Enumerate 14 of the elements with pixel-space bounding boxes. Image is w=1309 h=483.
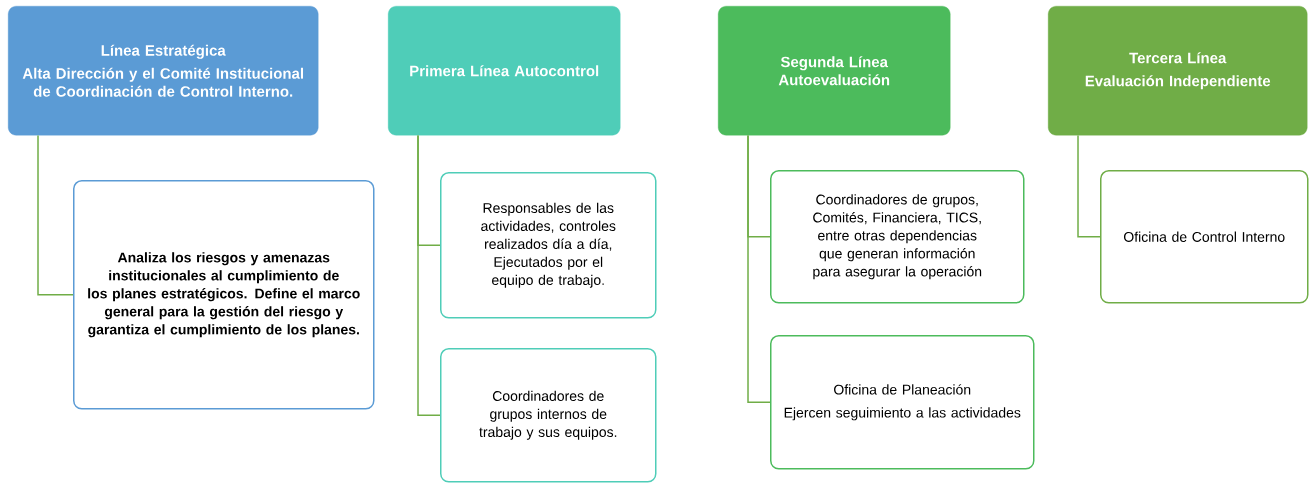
role-box: Coordinadores de grupos, Comités, Financiera, TICS, entre otras dependencias que generan información para asegurar la operación xyxy=(770,170,1025,304)
header-box: Segunda Línea Autoevaluación xyxy=(718,6,951,136)
header-box: Tercera Línea Evaluación Independiente xyxy=(1048,6,1308,136)
role-box: Oficina de Planeación Ejercen seguimiento a las actividades xyxy=(770,335,1035,470)
connector-line xyxy=(747,134,771,403)
role-box: Responsables de las actividades, controles realizados día a día, Ejecutados por el equipo de trabajo. xyxy=(440,172,657,319)
header-box: Primera Línea Autocontrol xyxy=(388,6,621,136)
header-box: Línea Estratégica Alta Dirección y el Comité Institucional de Coordinación de Control Interno. xyxy=(8,6,319,136)
role-box: Coordinadores de grupos internos de trabajo y sus equipos. xyxy=(440,348,657,483)
connector-line xyxy=(417,134,441,416)
role-box: Oficina de Control Interno xyxy=(1100,170,1309,304)
connector-line xyxy=(37,134,74,296)
connector-line xyxy=(1077,134,1101,238)
role-box: Analiza los riesgos y amenazas institucionales al cumplimiento de los planes estratégicos. Define el marco general para la gestión del riesgo y garantiza el cumplimiento de los planes. xyxy=(73,180,375,410)
